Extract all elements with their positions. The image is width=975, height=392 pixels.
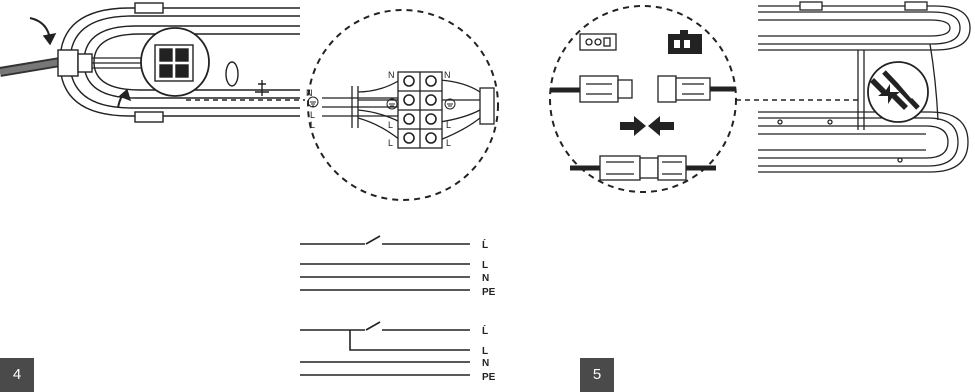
terminal-label-left-l1: L (310, 110, 315, 120)
terminal-label-bottom-l4: L (446, 138, 451, 148)
terminal-label-bottom-l3: L (388, 138, 393, 148)
step-number-4: 4 (0, 358, 34, 392)
wire-label-earth-2: PE (482, 372, 496, 383)
earth-icon (307, 96, 456, 110)
terminal-label-left-n: N (306, 88, 313, 98)
wiring-schematic-2 (300, 321, 470, 376)
push-arrows-icon (870, 78, 908, 110)
wire-label-neutral-1: N (482, 273, 489, 284)
wire-label-switched-live-1: Ĺ (482, 238, 488, 251)
step-number-5: 5 (580, 358, 614, 392)
terminal-label-bottom-l1: L (388, 120, 393, 130)
terminal-label-top-n1: N (388, 70, 395, 80)
wire-label-live-2: L (482, 346, 488, 357)
terminal-label-bottom-l2: L (446, 120, 451, 130)
luminaire-pair-view (758, 1, 971, 173)
push-together-icon (620, 116, 674, 136)
luminaire-end-cap-view (0, 2, 305, 123)
terminal-label-left-l2: L (310, 120, 315, 130)
wire-label-earth-1: PE (482, 287, 496, 298)
connector-zoom (549, 5, 860, 193)
terminal-block-zoom: N L L N N L L L L (306, 9, 499, 201)
terminal-label-top-n2: N (444, 70, 451, 80)
wire-label-neutral-2: N (482, 358, 489, 369)
wiring-schematic-1 (300, 235, 470, 291)
wire-label-switched-live-2: Ĺ (482, 324, 488, 337)
wire-label-live-1: L (482, 260, 488, 271)
